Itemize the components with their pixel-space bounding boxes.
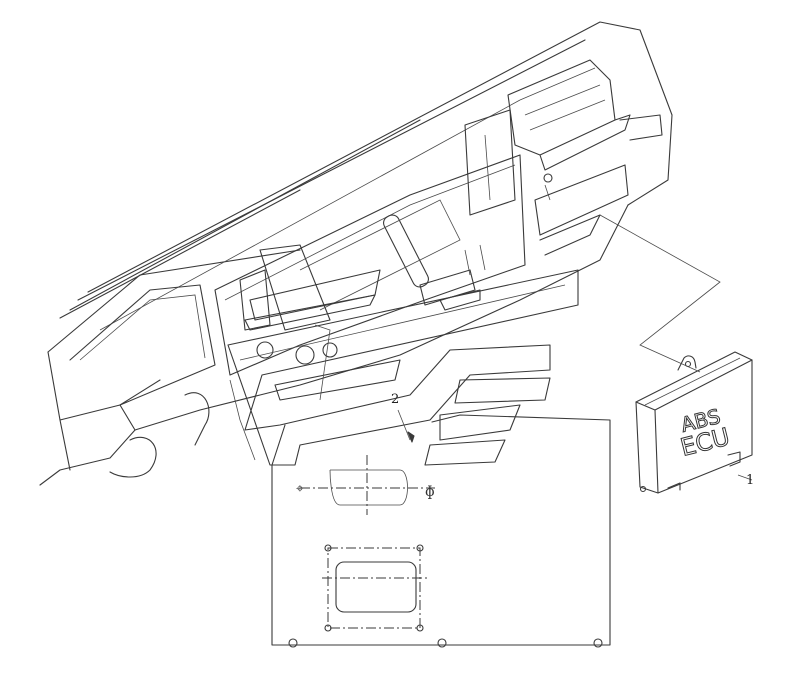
head-unit-bracket — [507, 59, 663, 201]
ecu-mounting-bracket: ⌖ ɸ — [227, 269, 611, 648]
svg-text:⌖: ⌖ — [296, 481, 304, 497]
dashboard-assembly — [39, 21, 673, 486]
leader-lines — [397, 214, 753, 481]
svg-text:ɸ: ɸ — [425, 484, 435, 500]
callout-1: 1 — [746, 473, 754, 488]
abs-ecu-module: ABS ECU — [635, 351, 753, 494]
callout-2: 2 — [391, 392, 399, 407]
